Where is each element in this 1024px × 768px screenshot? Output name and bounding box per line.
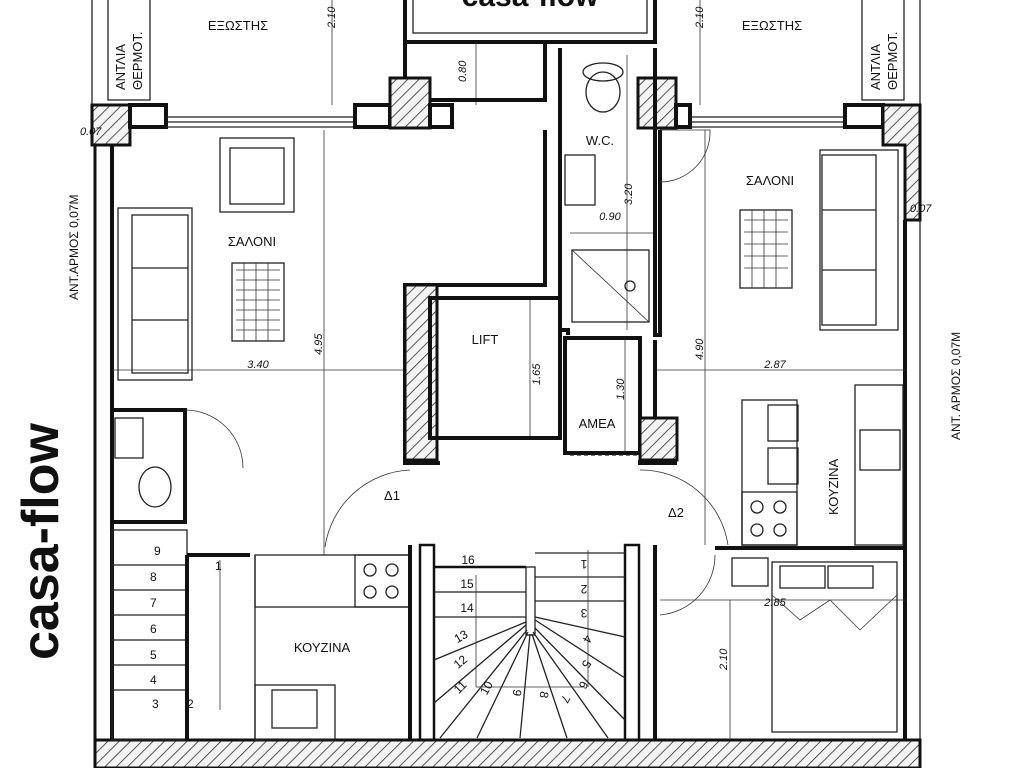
lift: LIFT 1.65 (403, 283, 562, 462)
stair-number: 2 (580, 582, 587, 596)
door-d2-label: Δ2 (668, 505, 684, 520)
bottom-wall (93, 738, 922, 768)
hall: Δ1 Δ2 (324, 460, 729, 548)
stair-number: 6 (576, 679, 592, 692)
dimension: 4.95 (313, 333, 325, 355)
kitchen-left-label: ΚΟΥΖΙΝΑ (294, 640, 351, 655)
stair-number: 5 (150, 648, 157, 662)
stair-number: 3 (580, 606, 587, 620)
dimension: 1.30 (615, 378, 627, 400)
dimension: 2.10 (694, 6, 706, 29)
dimension: 4.90 (694, 338, 706, 360)
dimension: 2.85 (763, 597, 786, 609)
dimension: 0.07 (910, 203, 932, 215)
living-right-label: ΣΑΛΟΝΙ (746, 173, 794, 188)
pump-label: ΑΝΤΛΙΑ (868, 44, 883, 90)
stair-number: 14 (460, 601, 474, 615)
top-logo-box: casa-flow (403, 0, 657, 44)
wc-label: W.C. (586, 133, 614, 148)
stair-number: 12 (451, 652, 470, 672)
dimension: 2.10 (718, 648, 730, 671)
stair-number: 3 (152, 697, 159, 711)
kitchen-left: ΚΟΥΖΙΝΑ (254, 545, 412, 741)
dimension: 2.10 (326, 6, 338, 29)
stair-number: 4 (150, 673, 157, 687)
wc-left (110, 408, 244, 524)
stair-number: 7 (558, 693, 574, 706)
stair-number: 9 (509, 688, 524, 697)
amea-room: ΑΜΕΑ 1.30 (563, 336, 679, 462)
stair-number: 10 (477, 678, 496, 697)
dimension: 0.90 (599, 211, 621, 223)
stair-number: 5 (579, 658, 595, 671)
stair-number: 11 (451, 678, 470, 697)
dimension: 1.65 (531, 363, 543, 385)
dimension: 3.40 (247, 359, 269, 371)
kitchen-right: ΚΟΥΖΙΝΑ (741, 384, 904, 546)
stair-number: 1 (215, 559, 222, 573)
wc: W.C. 3.20 0.90 (558, 48, 711, 337)
balcony-left-label: ΕΞΩΣΤΗΣ (208, 18, 268, 33)
balcony-right: ΑΝΤΛΙΑ ΘΕΡΜΟΤ. ΕΞΩΣΤΗΣ 2.10 (694, 0, 921, 105)
stair-number: 16 (461, 553, 475, 567)
pump-label: ΘΕΡΜΟΤ. (885, 31, 900, 90)
dimension: 3.20 (623, 183, 635, 205)
side-note-left: ΑΝΤ.ΑΡΜΟΣ 0,07Μ (67, 195, 81, 300)
stair-number: 2 (187, 697, 194, 711)
lift-label: LIFT (472, 332, 499, 347)
stair-number: 8 (536, 690, 551, 699)
door-d1-label: Δ1 (384, 488, 400, 503)
top-watermark: casa-flow (462, 0, 599, 13)
side-note-right: ΑΝΤ. ΑΡΜΟΣ 0,07Μ (949, 332, 963, 440)
top-wall: 0.07 0.07 (80, 76, 932, 222)
dimension: 2.87 (763, 359, 786, 371)
bedroom: 2.85 2.10 (653, 545, 905, 740)
stair-number: 4 (580, 633, 596, 646)
living-room-left: ΣΑΛΟΝΙ 3.40 4.95 (112, 130, 405, 555)
stair-number: 6 (150, 622, 157, 636)
watermark: casa-flow (12, 422, 70, 660)
stairs-left: 9 8 7 6 5 4 3 2 1 (111, 529, 250, 741)
stair-number: 13 (452, 627, 471, 646)
stair-number: 1 (580, 557, 587, 571)
dimension: 0.07 (80, 126, 102, 138)
dimension: 0.80 (457, 60, 469, 82)
kitchen-right-label: ΚΟΥΖΙΝΑ (826, 458, 841, 515)
pump-label: ΘΕΡΜΟΤ. (130, 31, 145, 90)
stair-number: 9 (154, 544, 161, 558)
living-left-label: ΣΑΛΟΝΙ (228, 234, 276, 249)
stair-number: 7 (150, 596, 157, 610)
balcony-left: ΑΝΤΛΙΑ ΘΕΡΜΟΤ. ΕΞΩΣΤΗΣ 2.10 0.80 (91, 0, 547, 105)
stairs-center: 16 15 14 13 12 11 10 9 8 7 6 5 4 3 2 1 (418, 543, 641, 742)
pump-label: ΑΝΤΛΙΑ (113, 44, 128, 90)
living-room-right: ΣΑΛΟΝΙ 4.90 2.87 (653, 130, 905, 545)
stair-number: 8 (150, 570, 157, 584)
amea-label: ΑΜΕΑ (579, 416, 616, 431)
stair-number: 15 (460, 577, 474, 591)
balcony-right-label: ΕΞΩΣΤΗΣ (742, 18, 802, 33)
